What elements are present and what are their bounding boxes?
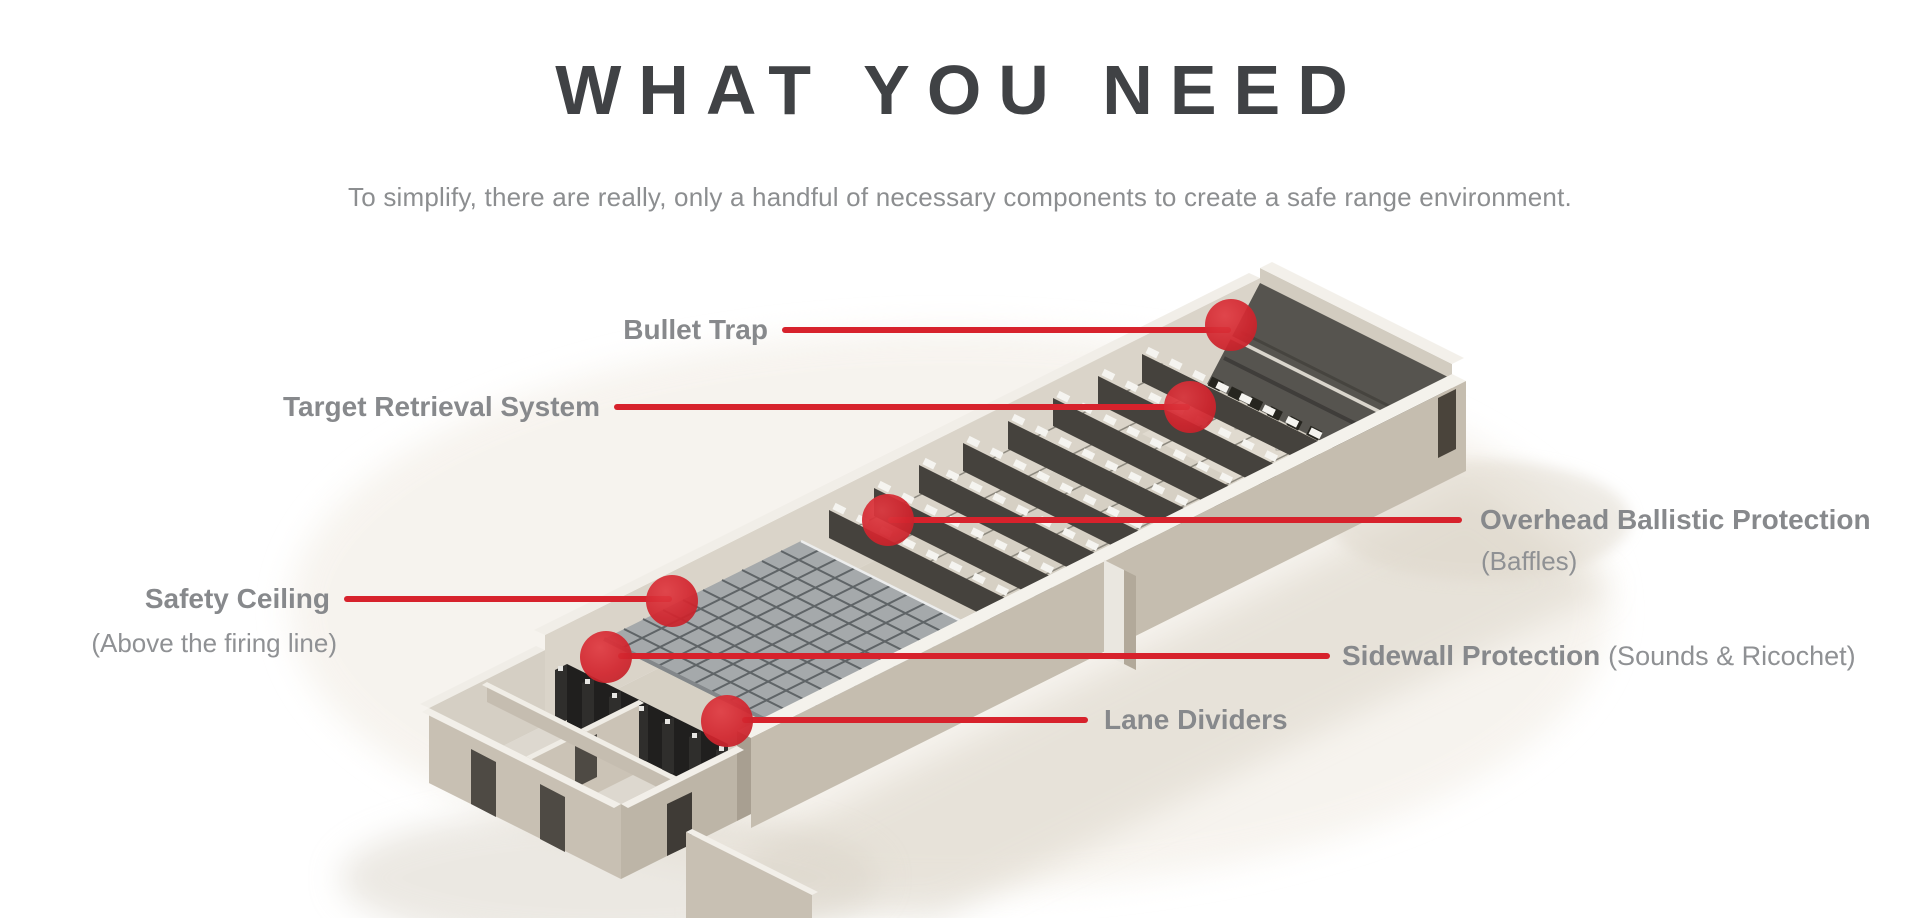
- callout-dot-lane-dividers: [701, 695, 753, 747]
- callout-sublabel-safety-ceiling: (Above the firing line): [91, 628, 337, 658]
- callout-dot-target-retrieval: [1164, 381, 1216, 433]
- page-subtitle: To simplify, there are really, only a ha…: [348, 182, 1572, 212]
- callout-label-sidewall-protection: Sidewall Protection (Sounds & Ricochet): [1342, 639, 1856, 673]
- room-door: [540, 784, 565, 852]
- callout-label-target-retrieval: Target Retrieval System: [283, 391, 600, 422]
- callout-label-lane-dividers: Lane Dividers: [1104, 704, 1288, 735]
- callout-sublabel-overhead-protection: (Baffles): [1481, 546, 1578, 576]
- exterior-door-opening: [1438, 389, 1456, 458]
- callout-line-sidewall-protection: [618, 653, 1330, 659]
- callout-label-overhead-protection: Overhead Ballistic Protection: [1480, 504, 1871, 535]
- page-title: WHAT YOU NEED: [555, 51, 1365, 129]
- wall-buttress: [1104, 560, 1124, 664]
- callout-line-safety-ceiling: [344, 596, 672, 602]
- callout-dot-bullet-trap: [1205, 299, 1257, 351]
- right-wall: [737, 374, 1466, 828]
- callout-line-bullet-trap: [782, 327, 1231, 333]
- callout-line-overhead-protection: [888, 517, 1462, 523]
- callout-dot-overhead-protection: [862, 494, 914, 546]
- entry-rooms: [420, 646, 744, 879]
- callout-line-target-retrieval: [614, 404, 1190, 410]
- room-door: [471, 749, 496, 817]
- overhead-baffles: [829, 346, 1327, 627]
- room-door: [667, 792, 692, 856]
- callout-line-lane-dividers: [742, 717, 1088, 723]
- callout-sublabel-sidewall: (Sounds & Ricochet): [1608, 641, 1856, 671]
- vestibule-wall: [686, 829, 818, 918]
- callout-dot-safety-ceiling: [646, 575, 698, 627]
- callout-label-bullet-trap: Bullet Trap: [623, 314, 768, 345]
- callout-label-safety-ceiling: Safety Ceiling: [144, 583, 330, 614]
- callout-label-sidewall-bold: Sidewall Protection: [1342, 640, 1601, 671]
- callout-dot-sidewall-protection: [580, 631, 632, 683]
